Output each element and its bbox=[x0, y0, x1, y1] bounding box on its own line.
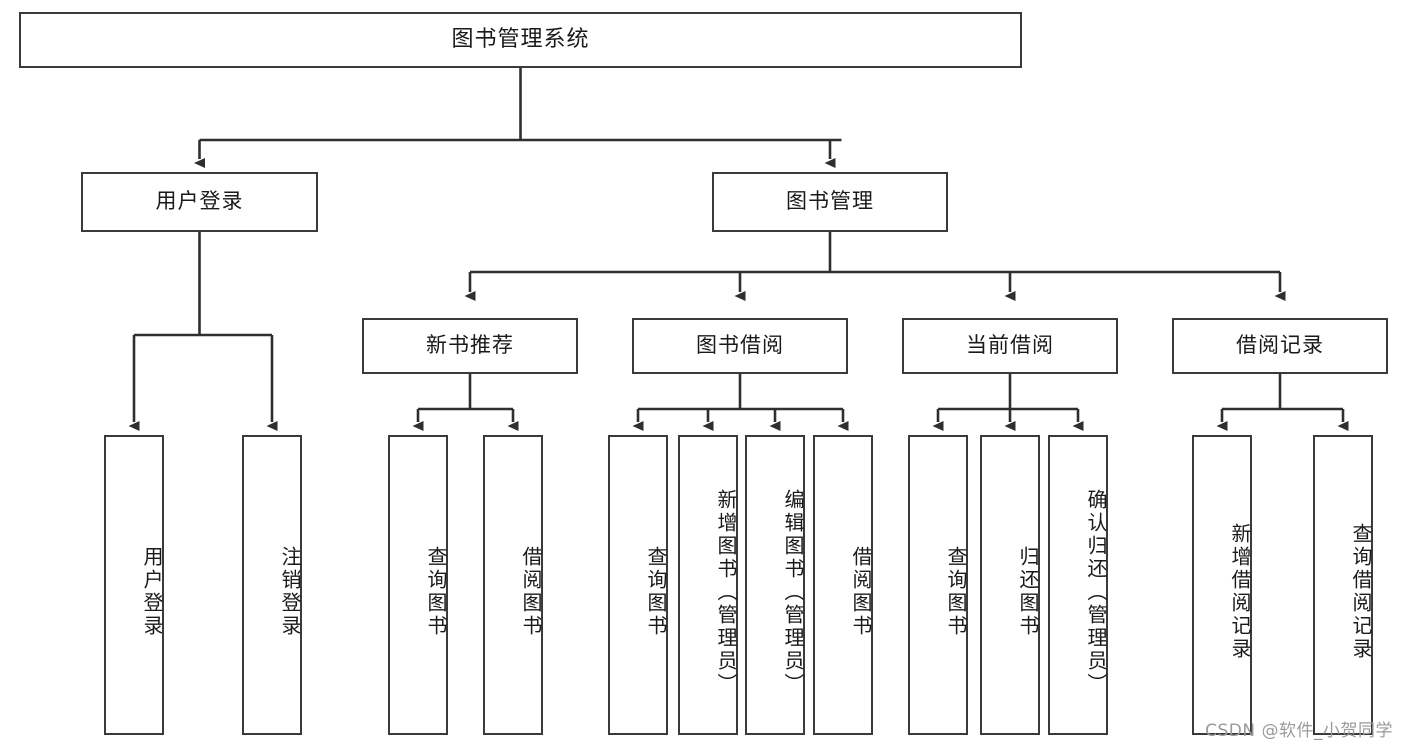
node-leaf-confirm-return-admin[interactable]: 确认归还（管理员） bbox=[1048, 435, 1108, 735]
node-label: 借阅图书 bbox=[849, 546, 873, 638]
node-book-borrowing[interactable]: 图书借阅 bbox=[632, 318, 848, 374]
node-label: 新书推荐 bbox=[426, 333, 514, 358]
node-leaf-query-book-current[interactable]: 查询图书 bbox=[908, 435, 968, 735]
node-label: 查询图书 bbox=[644, 546, 668, 638]
node-root-book-management-system[interactable]: 图书管理系统 bbox=[19, 12, 1022, 68]
node-leaf-borrow-book-borrowing[interactable]: 借阅图书 bbox=[813, 435, 873, 735]
node-label: 图书借阅 bbox=[696, 333, 784, 358]
node-current-borrowing[interactable]: 当前借阅 bbox=[902, 318, 1118, 374]
node-leaf-return-book[interactable]: 归还图书 bbox=[980, 435, 1040, 735]
node-new-book-recommendation[interactable]: 新书推荐 bbox=[362, 318, 578, 374]
node-leaf-query-book-recommendation[interactable]: 查询图书 bbox=[388, 435, 448, 735]
node-label: 确认归还（管理员） bbox=[1084, 488, 1108, 696]
node-book-management[interactable]: 图书管理 bbox=[712, 172, 948, 232]
node-leaf-borrow-book-recommendation[interactable]: 借阅图书 bbox=[483, 435, 543, 735]
csdn-watermark: CSDN @软件_小贺同学 bbox=[1205, 721, 1393, 741]
node-leaf-query-book-borrowing[interactable]: 查询图书 bbox=[608, 435, 668, 735]
node-label: 查询图书 bbox=[424, 546, 448, 638]
node-label: 图书管理 bbox=[786, 189, 874, 214]
node-leaf-user-logout[interactable]: 注销登录 bbox=[242, 435, 302, 735]
node-label: 编辑图书（管理员） bbox=[781, 488, 805, 696]
node-label: 当前借阅 bbox=[966, 333, 1054, 358]
node-label: 用户登录 bbox=[155, 189, 244, 214]
node-label: 归还图书 bbox=[1016, 546, 1040, 638]
node-user-login[interactable]: 用户登录 bbox=[81, 172, 318, 232]
node-label: 注销登录 bbox=[278, 546, 302, 638]
node-label: 查询图书 bbox=[944, 546, 968, 638]
node-leaf-add-book-admin[interactable]: 新增图书（管理员） bbox=[678, 435, 738, 735]
node-label: 新增图书（管理员） bbox=[714, 488, 738, 696]
node-label: 用户登录 bbox=[140, 546, 164, 638]
node-label: 借阅图书 bbox=[519, 546, 543, 638]
node-label: 借阅记录 bbox=[1236, 333, 1324, 358]
node-leaf-edit-book-admin[interactable]: 编辑图书（管理员） bbox=[745, 435, 805, 735]
node-leaf-query-borrow-record[interactable]: 查询借阅记录 bbox=[1313, 435, 1373, 735]
node-leaf-add-borrow-record[interactable]: 新增借阅记录 bbox=[1192, 435, 1252, 735]
node-borrow-records[interactable]: 借阅记录 bbox=[1172, 318, 1388, 374]
node-leaf-user-login[interactable]: 用户登录 bbox=[104, 435, 164, 735]
node-label: 图书管理系统 bbox=[451, 26, 590, 52]
node-label: 查询借阅记录 bbox=[1349, 523, 1373, 661]
node-label: 新增借阅记录 bbox=[1228, 523, 1252, 661]
